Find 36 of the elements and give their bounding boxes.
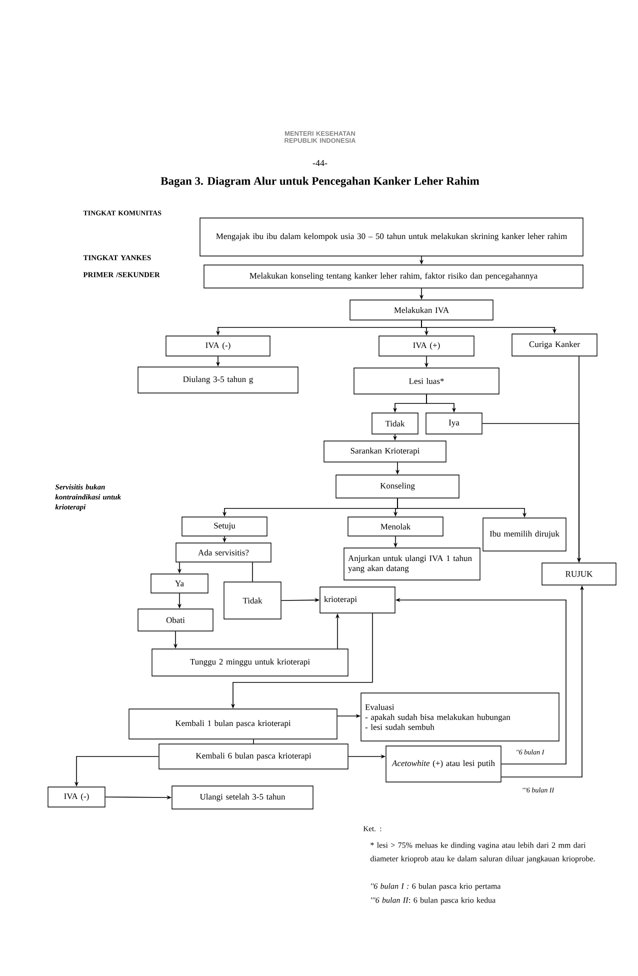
process-box: Lesi luas* <box>354 368 500 394</box>
process-box: Melakukan IVA <box>350 300 494 320</box>
connector-line <box>253 738 254 744</box>
process-box: IVA (+) <box>378 336 474 356</box>
process-box: Anjurkan untuk ulangi IVA 1 tahun yang akan datang <box>344 548 480 580</box>
footnote: * lesi > 75% meluas ke dinding vagina atau lebih dari 2 mm dari diameter krioprob atau ke dalam saluran diluar jangkauan krioprobe. <box>370 842 595 863</box>
process-box: Konseling <box>336 474 460 498</box>
process-box: Curiga Kanker <box>512 334 598 356</box>
process-box: IVA (-) <box>48 786 106 808</box>
process-box: RUJUK <box>542 562 616 586</box>
process-box: Menolak <box>348 516 444 536</box>
footnote: ''6 bulan I : 6 bulan pasca krio pertama <box>371 883 501 890</box>
page-number: -44- <box>312 160 328 166</box>
process-box: Mengajak ibu ibu dalam kelompok usia 30 – 50 tahun untuk melakukan skrining kanker leher rahim <box>200 218 584 256</box>
process-box: Kembali 6 bulan pasca krioterapi <box>158 744 348 770</box>
process-box: Ibu memilih dirujuk <box>482 518 566 552</box>
process-box: Tidak <box>372 412 418 434</box>
process-box: Sarankan Krioterapi <box>324 440 446 462</box>
process-box: Diulang 3-5 tahun g <box>138 366 298 394</box>
connector-line <box>252 562 253 582</box>
title: Bagan 3. Diagram Alur untuk Pencegahan Kanker Leher Rahim <box>160 176 480 188</box>
process-box: Ya <box>150 574 208 594</box>
process-box: Ada servisitis? <box>176 542 272 562</box>
process-box: Tunggu 2 minggu untuk krioterapi <box>152 648 348 676</box>
process-box: Kembali 1 bulan pasca krioterapi <box>128 708 338 740</box>
footnote: '''6 bulan II: 6 bulan pasca krio kedua <box>371 897 496 904</box>
process-box: Acetowhite (+) atau lesi putih <box>386 746 502 782</box>
process-box: Setuju <box>182 516 268 536</box>
process-box: Ulangi setelah 3-5 tahun <box>172 786 314 810</box>
process-box: Obati <box>138 608 214 632</box>
process-box: IVA (-) <box>166 336 270 356</box>
process-box: Iya <box>426 412 482 434</box>
process-box: Evaluasi - apakah sudah bisa melakukan hubungan - lesi sudah sembuh <box>360 692 560 742</box>
process-box: krioterapi <box>320 586 396 614</box>
process-box: Tidak <box>224 582 282 620</box>
process-box: Melakukan konseling tentang kanker leher rahim, faktor risiko dan pencegahannya <box>204 264 584 288</box>
